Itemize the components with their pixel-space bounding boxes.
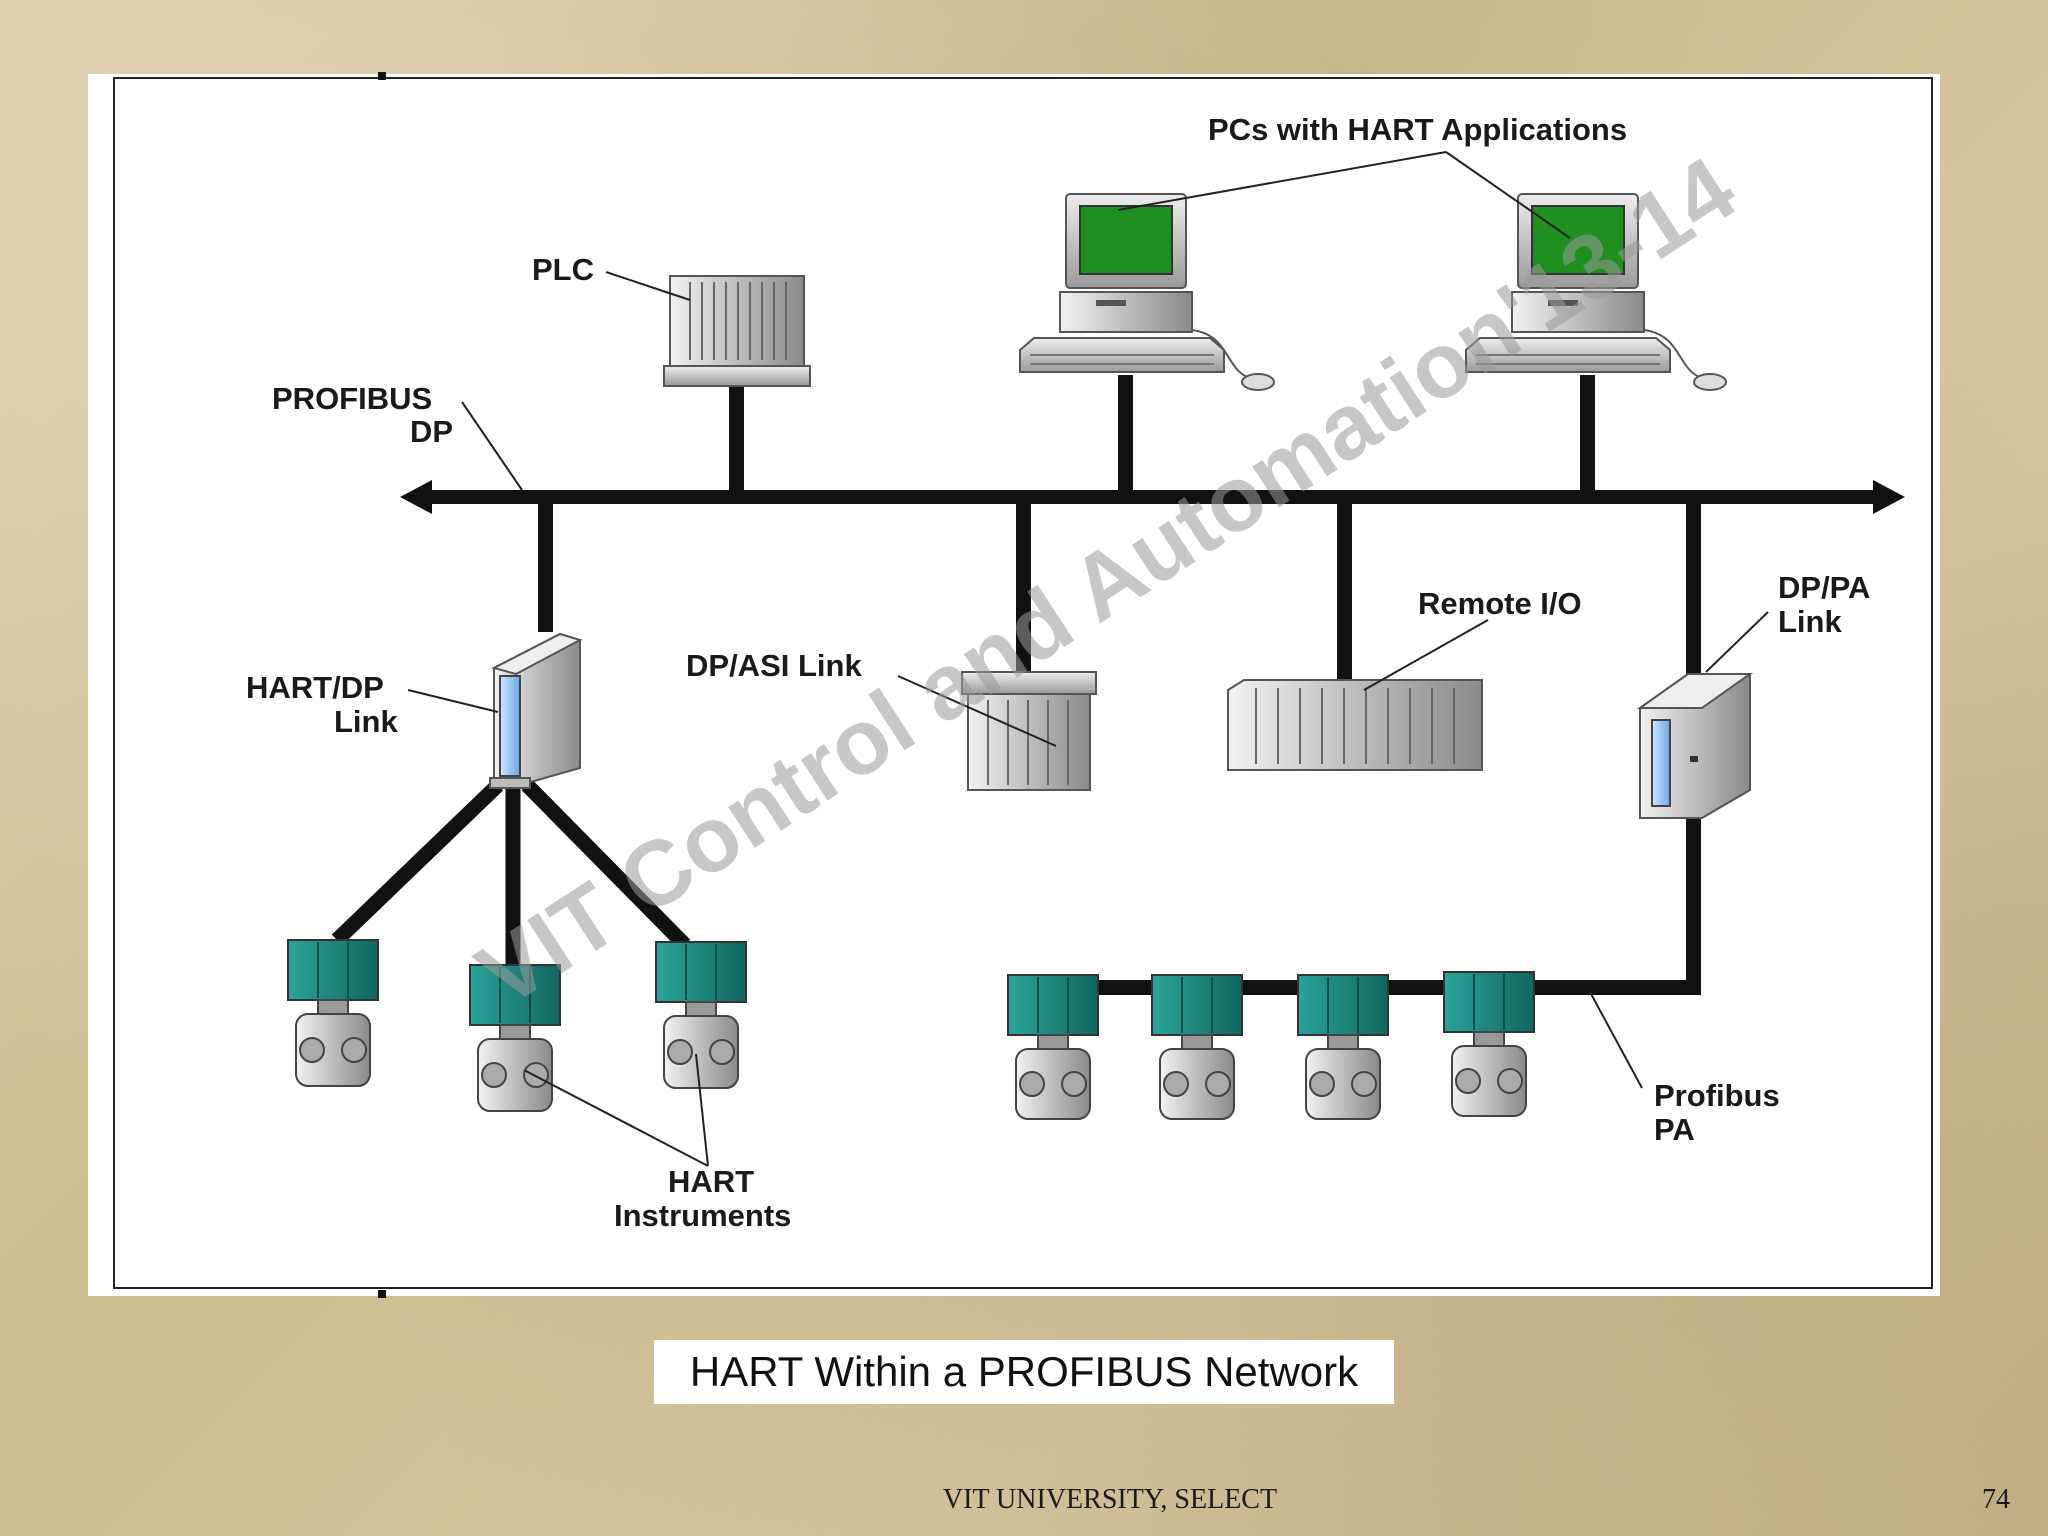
frame-tick-top: [378, 72, 386, 80]
bus-drops: [538, 375, 1701, 995]
label-dp-pa-line2: Link: [1778, 604, 1842, 639]
label-plc: PLC: [532, 252, 594, 287]
pa-instrument-3: [1297, 974, 1389, 1120]
hart-instrument-2: [469, 964, 561, 1112]
caption: HART Within a PROFIBUS Network: [689, 1348, 1359, 1395]
page-number: 74: [1982, 1484, 2010, 1515]
label-hart-dp-line2: Link: [334, 704, 398, 739]
label-profibus-pa-line1: Profibus: [1654, 1078, 1780, 1113]
caption-box: HART Within a PROFIBUS Network: [654, 1340, 1394, 1404]
pa-instrument-2: [1151, 974, 1243, 1120]
label-hart-instruments-line1: HART: [668, 1164, 754, 1199]
hart-instrument-3: [655, 941, 747, 1089]
label-profibus-pa-line2: PA: [1654, 1112, 1695, 1147]
label-profibus-dp-line2: DP: [410, 414, 453, 449]
frame-tick-bottom: [378, 1290, 386, 1298]
footer-text: VIT UNIVERSITY, SELECT: [942, 1484, 1278, 1515]
label-hart-dp-line1: HART/DP: [246, 670, 384, 705]
label-profibus-dp-line1: PROFIBUS: [272, 381, 432, 416]
label-dp-pa-line1: DP/PA: [1778, 570, 1870, 605]
figure-frame: [113, 77, 1933, 1289]
pa-instrument-1: [1007, 974, 1099, 1120]
label-pcs: PCs with HART Applications: [1208, 112, 1627, 147]
hart-spurs: [331, 779, 691, 970]
label-hart-instruments-line2: Instruments: [614, 1198, 791, 1233]
hart-dp-link-icon: [489, 632, 583, 789]
pc-icon-1: [1019, 193, 1275, 391]
leader-lines: [407, 151, 1769, 1167]
label-remote-io: Remote I/O: [1418, 586, 1582, 621]
profibus-dp-bus: [400, 480, 1905, 514]
hart-instrument-1: [287, 939, 379, 1087]
dp-asi-link-icon: [961, 671, 1097, 791]
remote-io-icon: [1227, 679, 1483, 771]
pc-icon-2: [1465, 193, 1727, 391]
pa-instrument-4: [1443, 971, 1535, 1117]
label-dp-asi: DP/ASI Link: [686, 648, 862, 683]
dp-pa-link-icon: [1636, 673, 1754, 819]
plc-icon: [663, 275, 811, 387]
